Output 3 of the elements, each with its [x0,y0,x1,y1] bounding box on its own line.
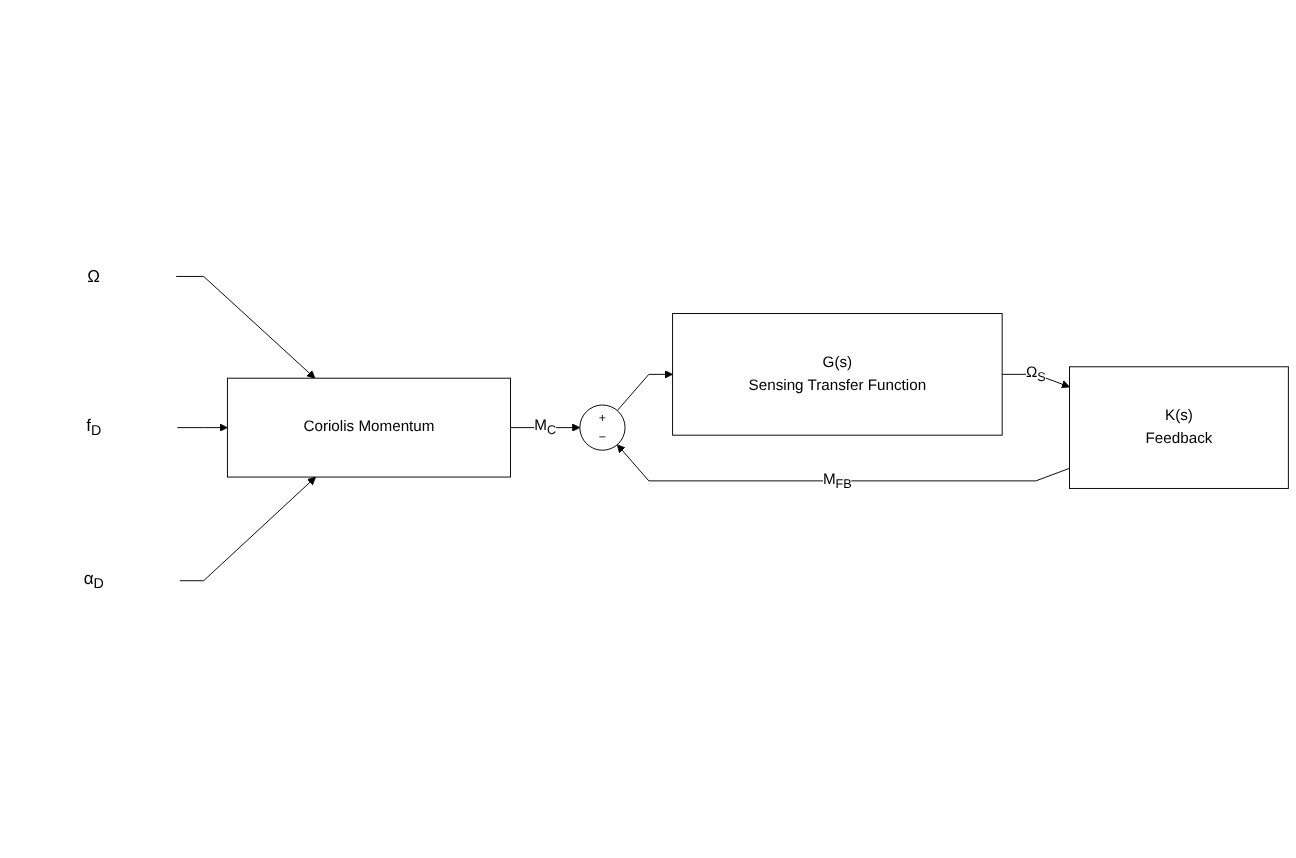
node-text: Ω [87,265,101,285]
node-text: f$_{D}$ [86,415,102,439]
node-text: α$_{D}$ [83,568,104,592]
